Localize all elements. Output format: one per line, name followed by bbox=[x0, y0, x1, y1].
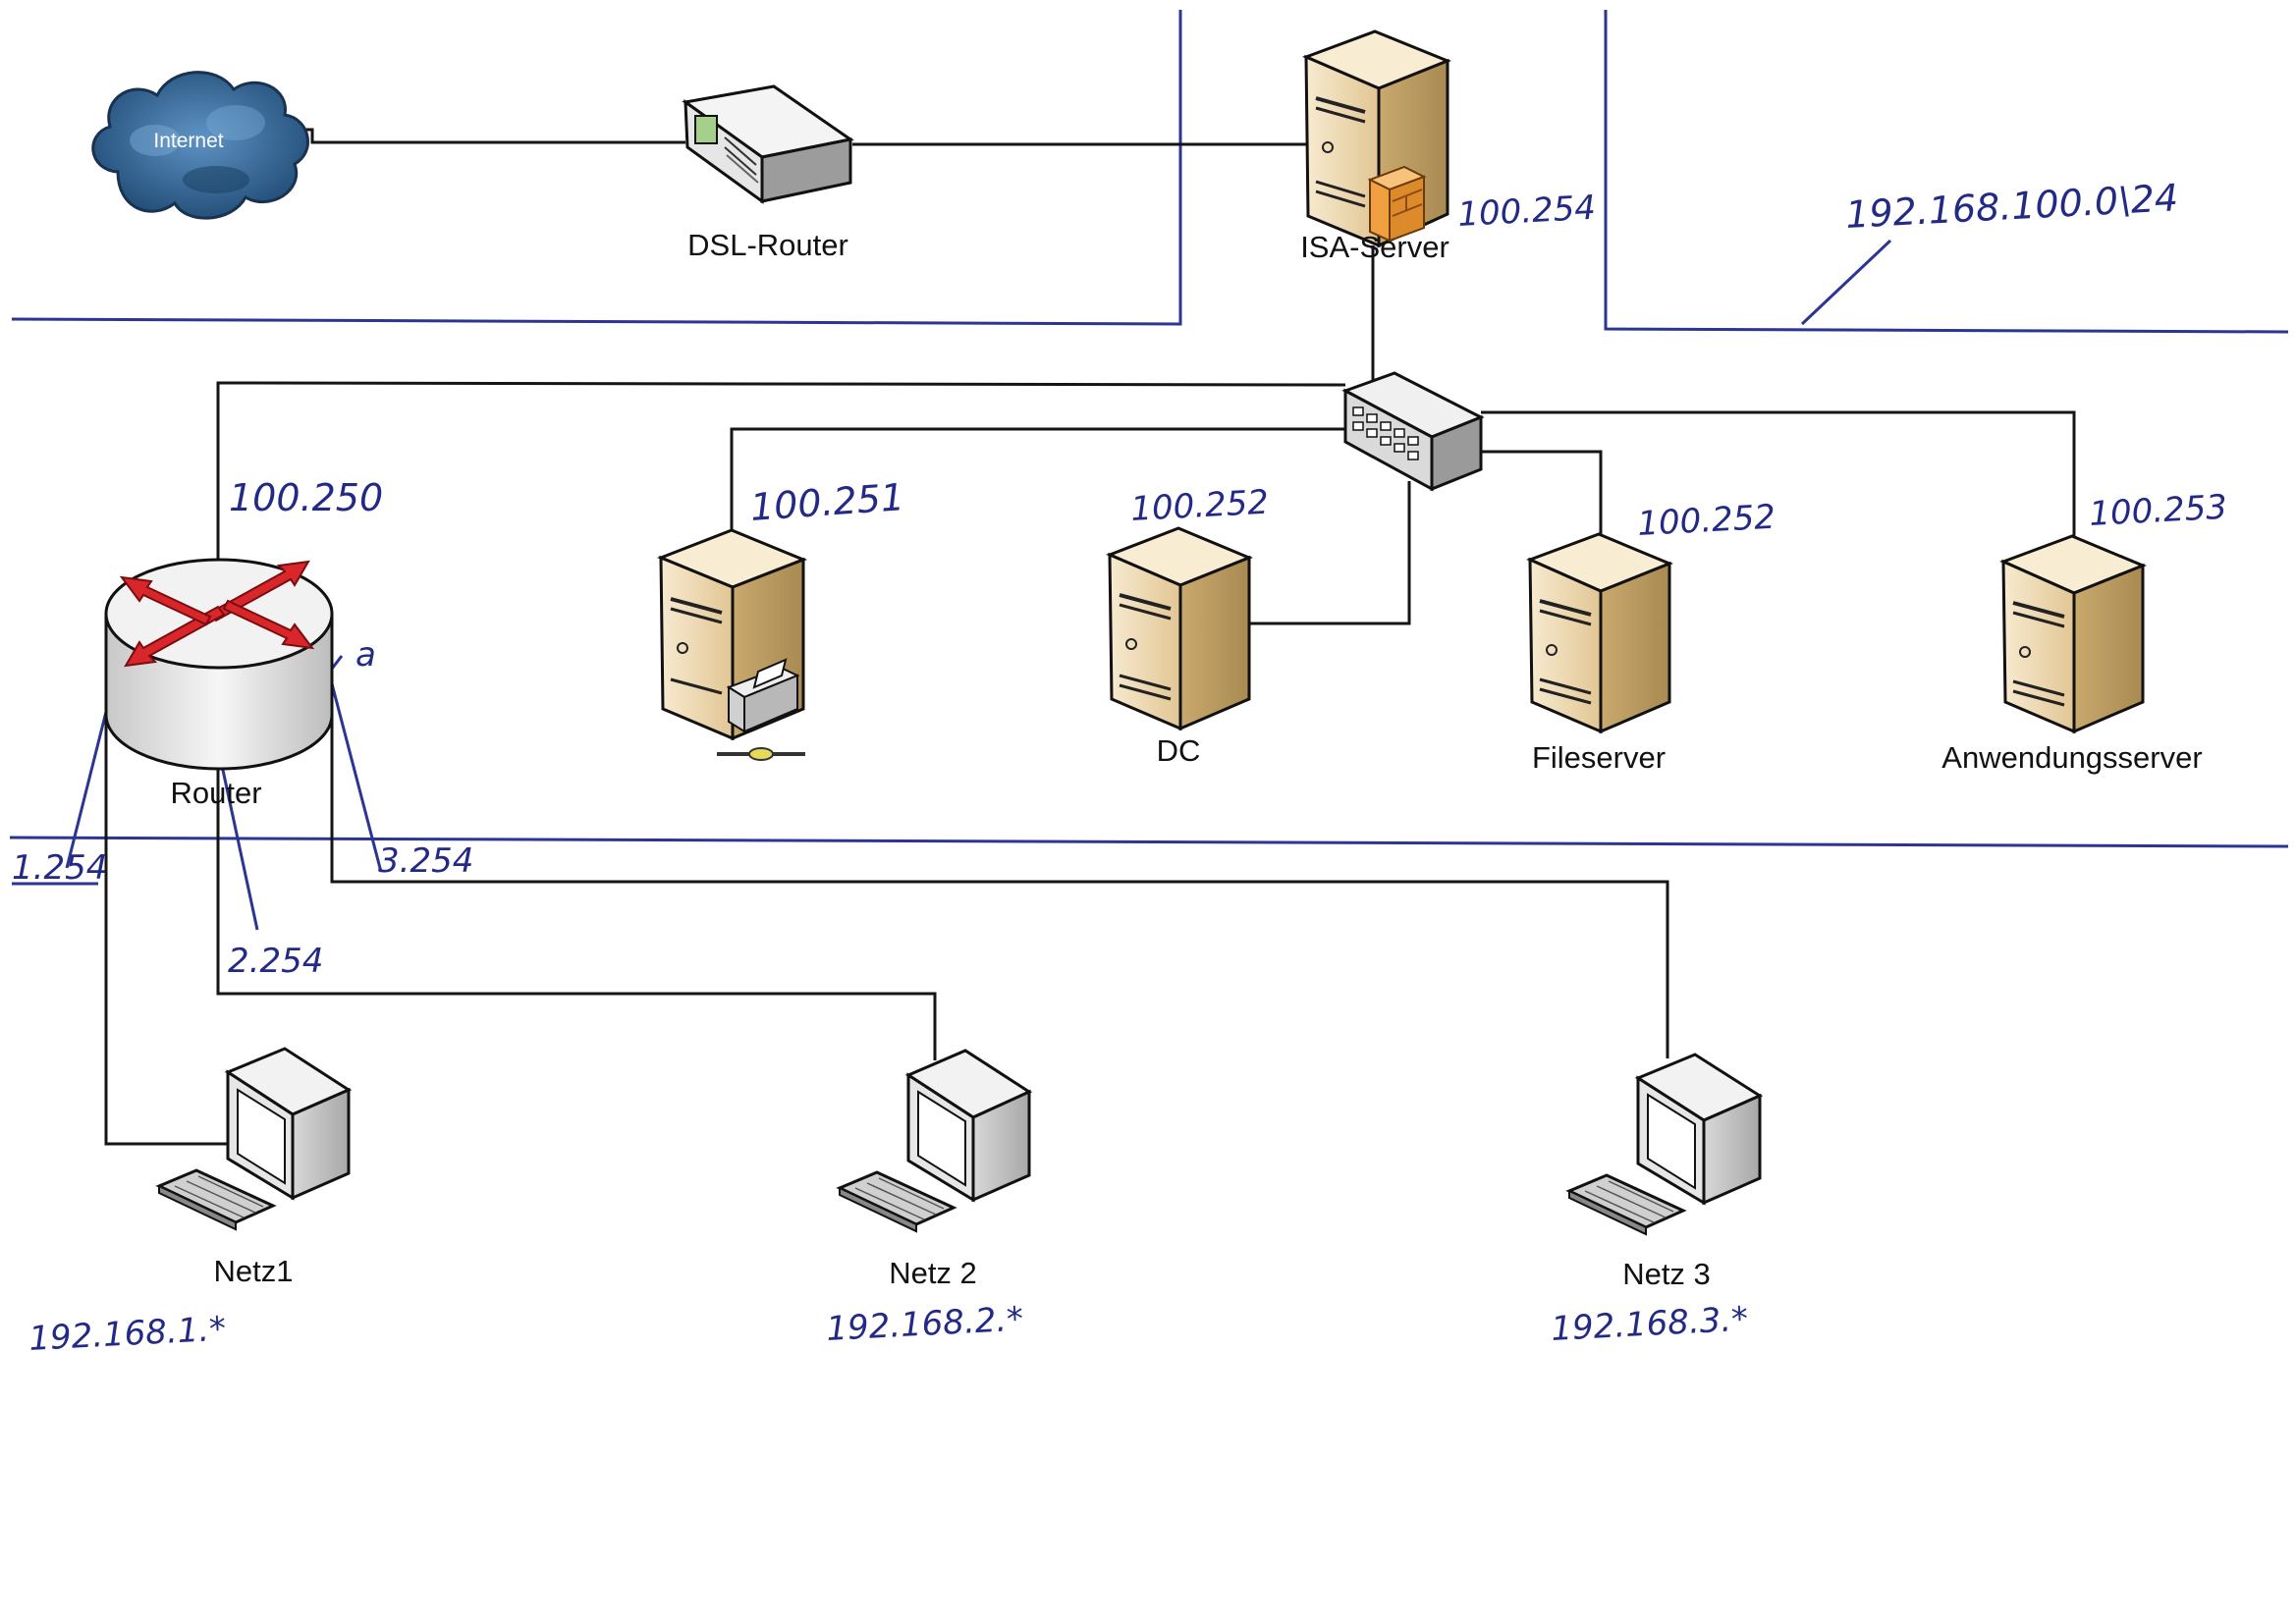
subnet-note: 192.168.100.0\24 bbox=[1844, 176, 2179, 237]
interface-1-note: 1.254 bbox=[12, 848, 107, 888]
dc-label: DC bbox=[1157, 733, 1201, 768]
print-server-icon bbox=[656, 528, 808, 761]
router-mark-note: a bbox=[355, 635, 376, 675]
isa-server-label: ISA-Server bbox=[1300, 230, 1449, 264]
firewall-icon bbox=[1367, 165, 1427, 243]
dc-ip-note: 100.252 bbox=[1129, 483, 1270, 529]
netz2-label: Netz 2 bbox=[889, 1256, 977, 1290]
app-server-label: Anwendungsserver bbox=[1941, 740, 2202, 775]
dc-server-icon bbox=[1106, 526, 1253, 731]
netz1-range-note: 192.168.1.* bbox=[27, 1310, 227, 1359]
netz1-label: Netz1 bbox=[214, 1254, 294, 1288]
internet-label: Internet bbox=[153, 130, 223, 152]
app-server-ip-note: 100.253 bbox=[2088, 488, 2228, 534]
printer-icon bbox=[717, 658, 805, 761]
netz3-range-note: 192.168.3.* bbox=[1550, 1300, 1749, 1349]
fileserver-label: Fileserver bbox=[1532, 740, 1666, 775]
switch-icon bbox=[1341, 371, 1485, 492]
dsl-router-icon bbox=[682, 84, 854, 204]
isa-server-icon bbox=[1301, 29, 1452, 248]
network-cables bbox=[104, 128, 2076, 1146]
interface-2-note: 2.254 bbox=[228, 942, 323, 981]
segment-boundaries bbox=[9, 10, 2289, 931]
workstation-netz3-icon bbox=[1565, 1053, 1764, 1236]
dsl-router-label: DSL-Router bbox=[687, 228, 848, 262]
print-server-ip-note: 100.251 bbox=[749, 475, 906, 529]
router-ip-note: 100.250 bbox=[229, 476, 383, 519]
netz2-range-note: 192.168.2.* bbox=[825, 1300, 1024, 1349]
fileserver-ip-note: 100.252 bbox=[1636, 498, 1777, 544]
interface-3-note: 3.254 bbox=[378, 841, 473, 881]
router-label: Router bbox=[170, 776, 261, 810]
workstation-netz2-icon bbox=[836, 1049, 1033, 1233]
internet-cloud: Internet bbox=[91, 71, 309, 220]
workstation-netz1-icon bbox=[155, 1047, 353, 1231]
netz3-label: Netz 3 bbox=[1622, 1257, 1711, 1291]
isa-ip-note: 100.254 bbox=[1456, 189, 1597, 235]
fileserver-icon bbox=[1526, 532, 1673, 734]
router-icon bbox=[104, 558, 334, 771]
app-server-icon bbox=[1999, 534, 2147, 734]
